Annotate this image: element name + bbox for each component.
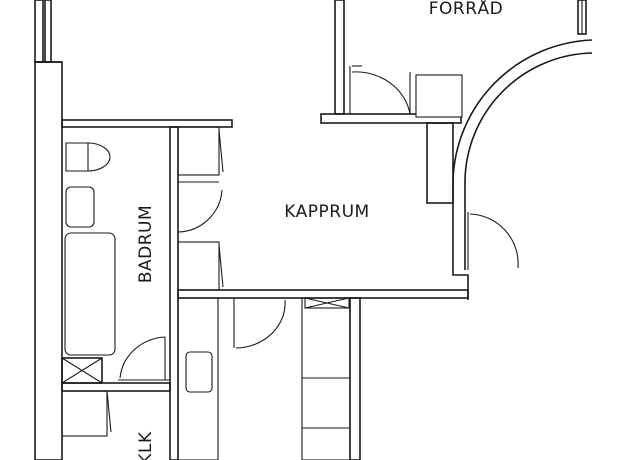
storage-door[interactable]	[351, 65, 463, 118]
lower-left-walls	[61, 357, 171, 437]
sink	[65, 186, 95, 228]
label-forrad: FÖRRÅD	[429, 0, 504, 19]
label-kapprum: KAPPRUM	[284, 202, 369, 222]
label-badrum: BADRUM	[136, 205, 156, 283]
left-exterior-wall	[34, 0, 63, 460]
inner-walls	[61, 119, 469, 460]
kitchen-strip	[177, 297, 219, 460]
hall-door[interactable]	[233, 298, 286, 349]
kapprum-door[interactable]	[177, 181, 223, 233]
storage-walls	[320, 0, 587, 124]
curved-wall	[426, 39, 593, 300]
shelving	[301, 297, 351, 460]
bathtub	[64, 232, 116, 356]
label-klk: KLK	[136, 431, 156, 460]
bathroom-door[interactable]	[118, 336, 170, 381]
bathroom-fixtures	[64, 142, 116, 356]
right-door[interactable]	[467, 212, 519, 270]
lower-sink	[185, 351, 213, 393]
wardrobes	[177, 126, 224, 291]
